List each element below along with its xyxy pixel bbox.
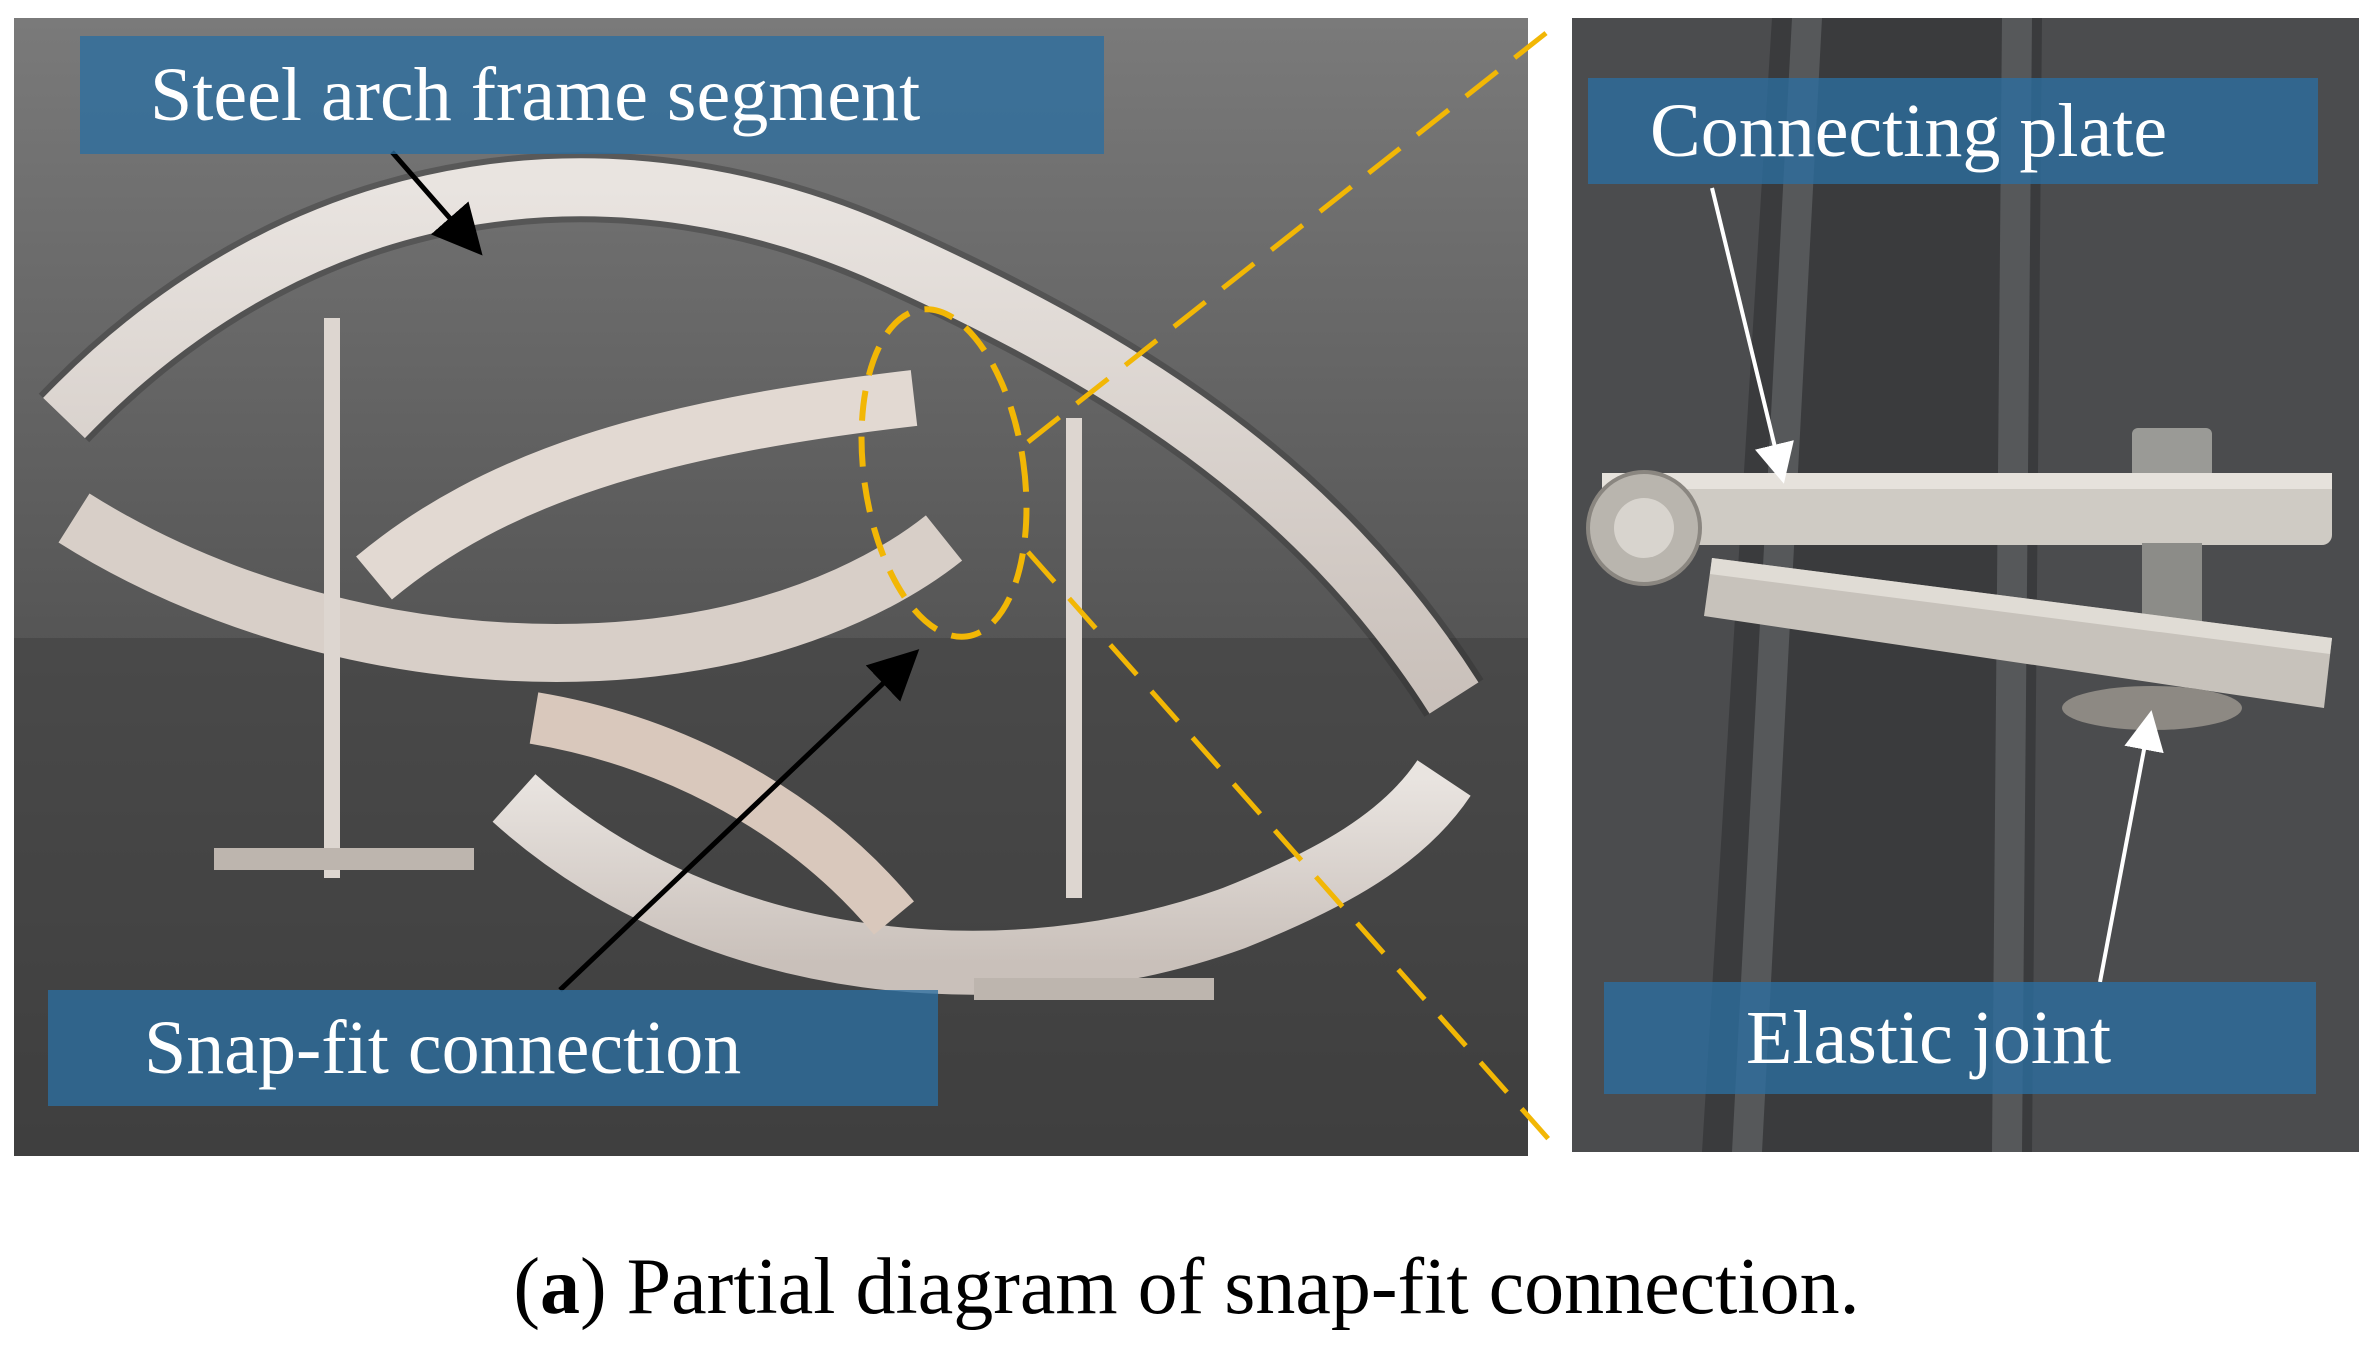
left-photo-steel-arch-model — [14, 18, 1528, 1156]
figure-caption: (a) Partial diagram of snap-fit connecti… — [0, 1242, 2373, 1333]
arrow-icon — [558, 649, 920, 992]
label-connecting-plate: Connecting plate — [1588, 78, 2318, 184]
caption-letter: a — [540, 1243, 581, 1331]
steel-arch-model-illustration — [14, 18, 1528, 1156]
label-elastic-joint: Elastic joint — [1604, 982, 2316, 1094]
caption-open-paren: ( — [513, 1243, 541, 1331]
caption-close-paren: ) — [580, 1243, 607, 1331]
label-steel-arch-frame-segment: Steel arch frame segment — [80, 36, 1104, 154]
right-photo-connection-closeup — [1572, 18, 2359, 1152]
zoom-line-bottom — [1026, 550, 1562, 1154]
connection-closeup-illustration — [1572, 18, 2359, 1152]
arrow-icon — [2098, 710, 2164, 983]
lower-arch-beam — [492, 759, 1471, 995]
caption-text: Partial diagram of snap-fit connection. — [606, 1243, 1860, 1331]
dashed-ellipse-highlight — [858, 306, 1030, 640]
zoom-line-top — [1026, 20, 1562, 444]
label-snap-fit-connection: Snap-fit connection — [48, 990, 938, 1106]
arrow-icon — [390, 150, 483, 256]
arrow-icon — [1710, 187, 1794, 484]
